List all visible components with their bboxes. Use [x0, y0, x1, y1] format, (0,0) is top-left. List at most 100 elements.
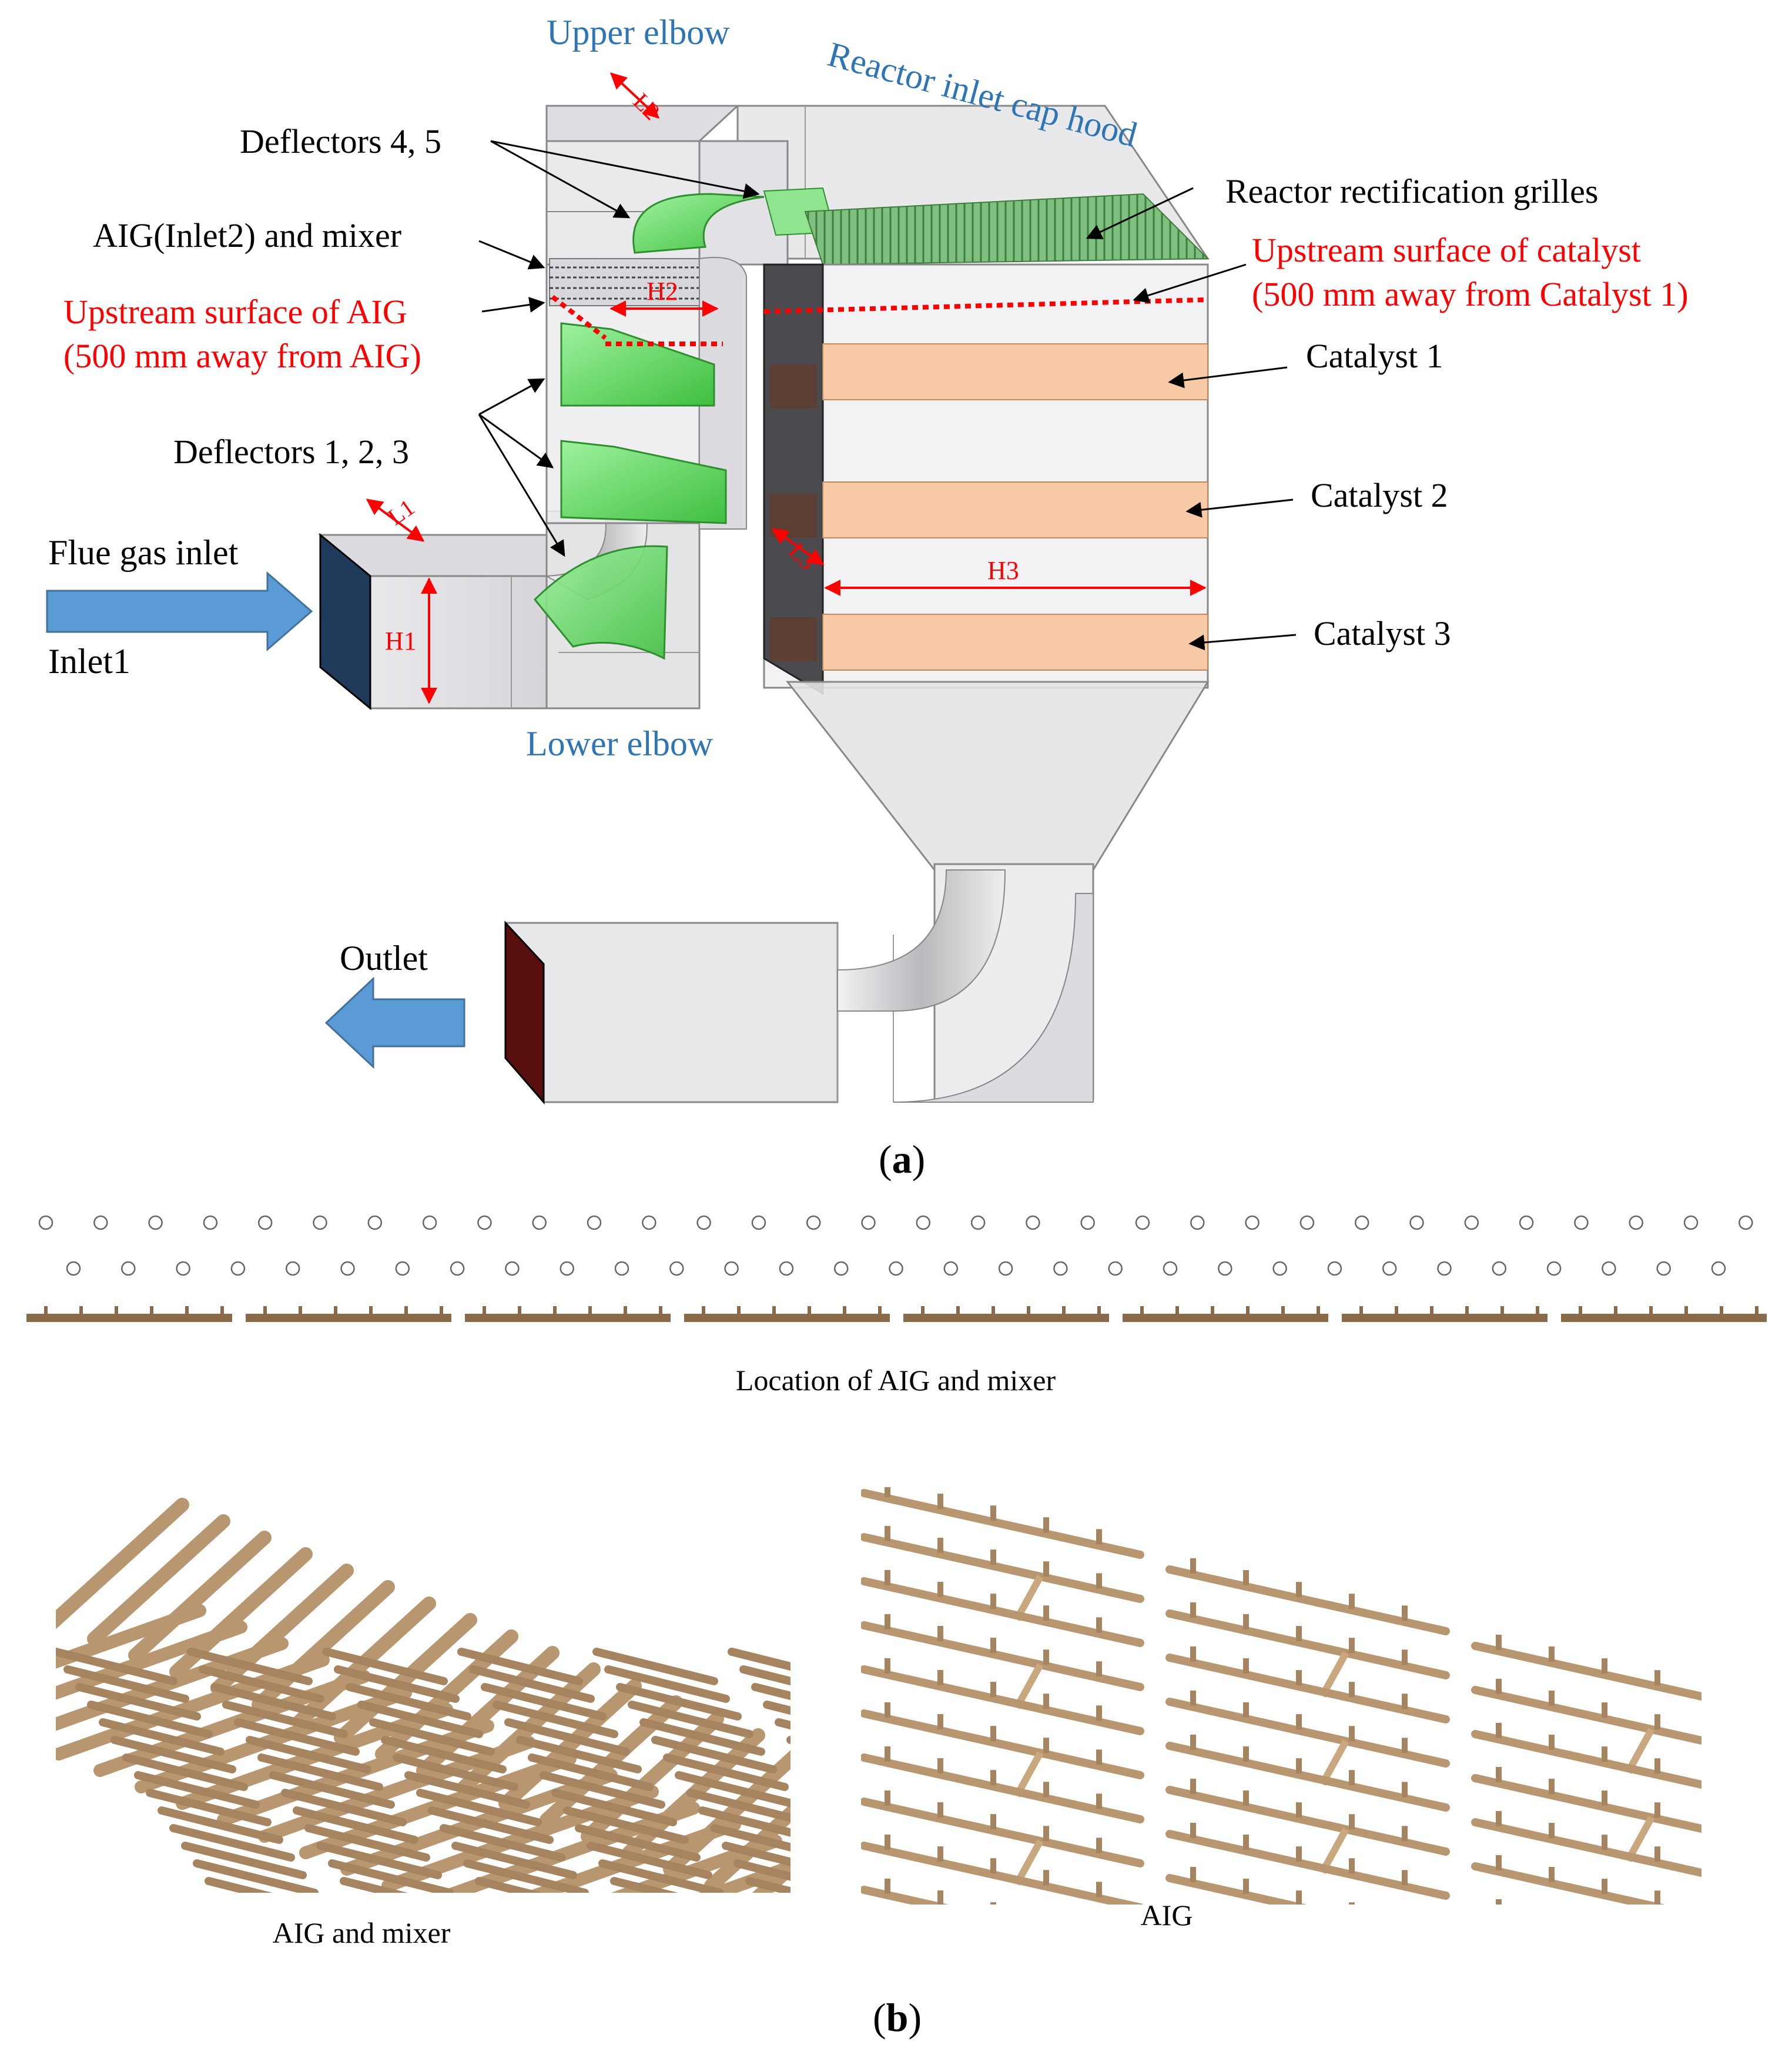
- aig-pipe: [540, 1771, 665, 1809]
- aig-nozzle: [1755, 1306, 1758, 1314]
- mixer-pipe-end: [1080, 1215, 1095, 1230]
- mixer-pipe-end: [148, 1215, 163, 1230]
- aig-nozzle: [1043, 1649, 1049, 1665]
- aig-nozzle: [1602, 1702, 1607, 1718]
- aig-nozzle: [990, 1549, 996, 1565]
- aig-nozzle: [990, 1770, 996, 1786]
- aig-nozzle: [1549, 1735, 1555, 1751]
- aig-nozzle: [937, 1846, 943, 1862]
- aig-pipe: [598, 1859, 724, 1893]
- mixer-pipe-end: [1299, 1215, 1315, 1230]
- aig-pipe: [181, 1842, 307, 1879]
- aig-nozzle: [1062, 1306, 1066, 1314]
- aig-pipe: [428, 1806, 554, 1844]
- mixer-pipe: [56, 1621, 247, 1700]
- mixer-pipe-end: [1409, 1215, 1424, 1230]
- aig-nozzle: [79, 1306, 83, 1314]
- aig-branch-pipe: [1475, 1999, 1751, 2060]
- aig-nozzle: [1349, 1770, 1355, 1786]
- aig-pipe: [340, 1877, 408, 1893]
- aig-nozzle: [1190, 1866, 1196, 1882]
- aig-nozzle: [1096, 1793, 1102, 1809]
- aig-nozzle: [220, 1306, 224, 1314]
- aig-nozzle: [1602, 1879, 1607, 1895]
- aig-pipe: [610, 1877, 678, 1893]
- aig-nozzle: [1684, 1306, 1688, 1314]
- mixer-pipe-end: [257, 1215, 273, 1230]
- aig-nozzle: [1496, 1987, 1502, 2003]
- aig-nozzle: [1096, 1573, 1102, 1589]
- aig-nozzle: [1496, 1943, 1502, 1959]
- aig-nozzle: [1654, 1714, 1660, 1730]
- aig-nozzle: [1602, 1790, 1607, 1806]
- figure-b-diagram: Location of AIG and mixer AIG and mixer …: [26, 1215, 1767, 2060]
- mixer-pipe: [334, 1613, 477, 1745]
- mixer-pipe: [93, 1670, 371, 1777]
- aig-nozzle: [1243, 1967, 1249, 1982]
- aig-nozzle: [1096, 1882, 1102, 1897]
- aig-nozzle: [885, 1878, 890, 1894]
- inlet-duct: [317, 533, 548, 711]
- aig-nozzle: [937, 1494, 943, 1510]
- aig-nozzle: [404, 1306, 408, 1314]
- aig-branch-pipe: [1165, 1609, 1450, 1679]
- dim-h1: H1: [385, 627, 417, 655]
- aig-nozzle: [1043, 1517, 1049, 1533]
- aig-nozzle: [937, 1670, 943, 1686]
- mixer-pipe-end: [916, 1215, 931, 1230]
- aig-pipe: [381, 1736, 507, 1773]
- mixer-pipe-end: [203, 1215, 218, 1230]
- aig-pipe: [493, 1701, 618, 1738]
- mixer-pipe: [717, 1923, 982, 2017]
- aig-pipe: [87, 1701, 213, 1738]
- aig-nozzle: [1359, 1306, 1363, 1314]
- aig-pipe: [469, 1665, 595, 1703]
- aig-nozzle: [1096, 1529, 1102, 1545]
- aig-nozzle: [1175, 1306, 1179, 1314]
- aig-pipe: [751, 1683, 791, 1701]
- aig-nozzle: [885, 1834, 890, 1850]
- aig-nozzle: [1395, 1306, 1398, 1314]
- aig-nozzle: [937, 1890, 943, 1905]
- aig-pipe: [357, 1701, 483, 1738]
- mixer-pipe-end: [367, 1215, 383, 1230]
- aig-nozzle: [885, 1525, 890, 1541]
- aig-nozzle: [885, 1790, 890, 1806]
- mixer-pipe-end: [532, 1215, 547, 1230]
- mixer-circles-row-1: [38, 1215, 1753, 1230]
- aig-branch-pipe: [1471, 1862, 1666, 1905]
- mixer-pipe-end: [313, 1215, 327, 1230]
- aig-nozzle: [1549, 2043, 1555, 2059]
- aig-pipe: [604, 1665, 730, 1703]
- aig-pipe: [334, 1665, 460, 1703]
- mixer-pipe-end: [1711, 1261, 1726, 1276]
- aig-nozzle: [1043, 1826, 1049, 1842]
- aig-pipe: [733, 1859, 791, 1881]
- aig-nozzle: [990, 1638, 996, 1654]
- aig-nozzle: [1243, 1746, 1249, 1762]
- aig-branch-pipe: [861, 1842, 1143, 1905]
- mixer-pipe-end: [38, 1215, 53, 1230]
- aig-branch-pipe: [1471, 1730, 1701, 1789]
- aig-nozzle: [1296, 1979, 1302, 1994]
- aig-nozzle: [990, 1726, 996, 1742]
- aig-branch-pipe: [1471, 1818, 1701, 1877]
- aig-pipe: [475, 1877, 543, 1893]
- aig-manifold-bar: [26, 1314, 232, 1322]
- mixer-pipe-end: [1464, 1215, 1479, 1230]
- aig-nozzle: [483, 1306, 486, 1314]
- aig-nozzle: [1402, 1870, 1408, 1886]
- aig-branch-pipe: [861, 1533, 1144, 1603]
- aig-pipe: [563, 1806, 689, 1844]
- aig-pipe: [551, 1789, 677, 1826]
- aig-nozzle: [1402, 1649, 1408, 1665]
- figure-a-labels: Upper elbow Reactor inlet cap hood Defle…: [48, 13, 1689, 1182]
- aig-manifold-bar: [246, 1314, 451, 1322]
- aig-pipe: [481, 1683, 607, 1721]
- aig-pipe: [775, 1718, 791, 1730]
- aig-nozzle: [1402, 1738, 1408, 1753]
- aig-nozzle: [1496, 1899, 1502, 1905]
- mixer-pipe-end: [1053, 1261, 1068, 1276]
- aig-nozzle: [1349, 1726, 1355, 1742]
